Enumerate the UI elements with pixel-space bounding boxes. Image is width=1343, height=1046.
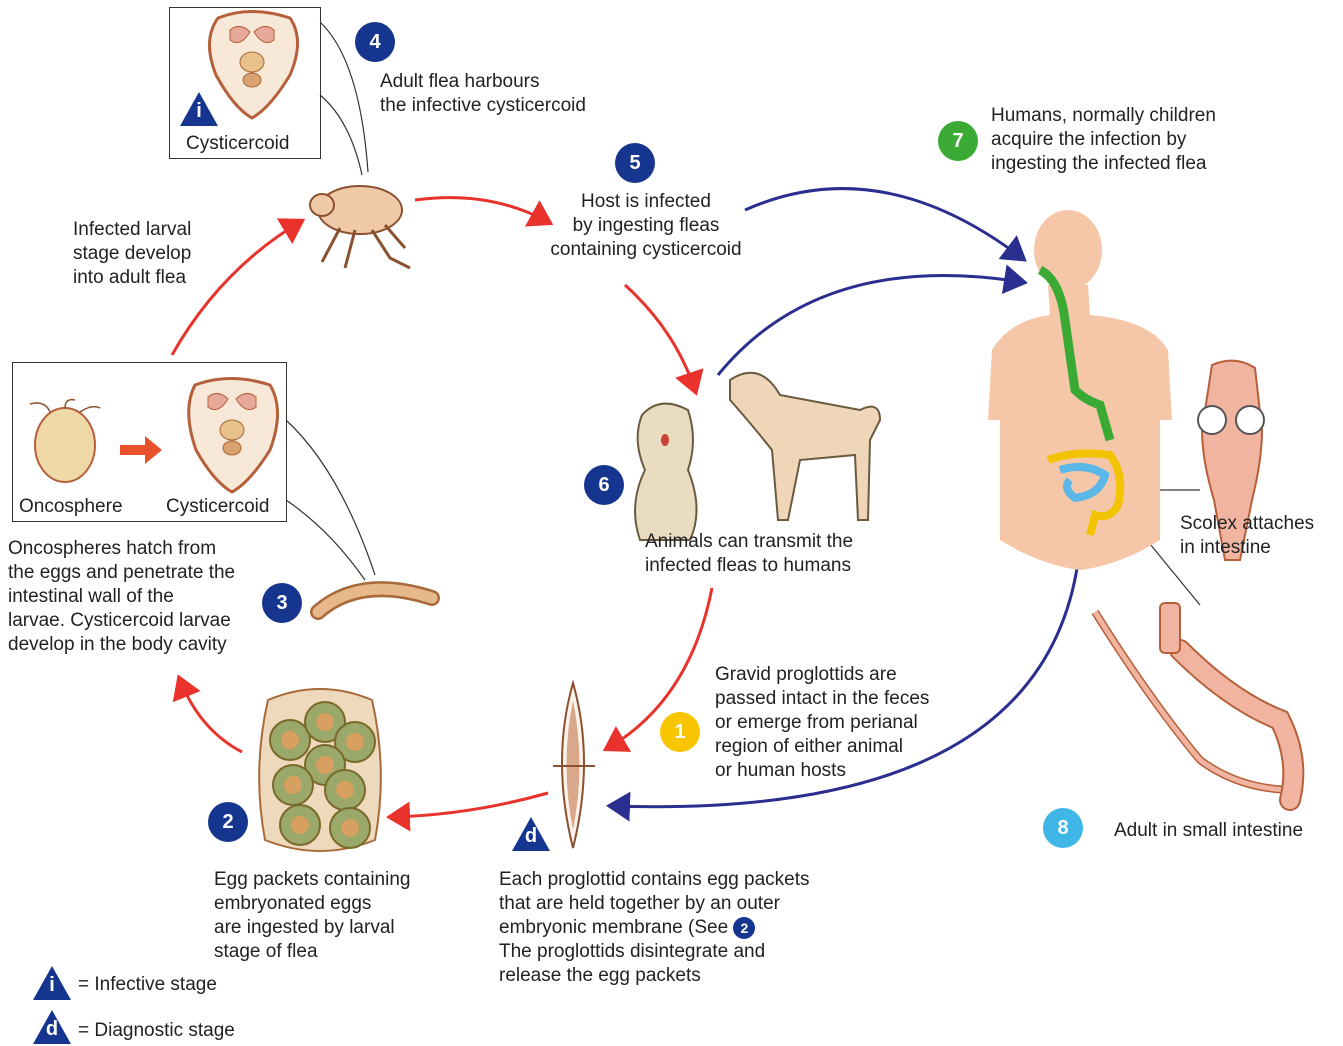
egg-packet-illustration xyxy=(259,689,381,851)
proglottid-line-3: embryonic membrane (See 2 xyxy=(499,916,810,940)
step-7-text: Humans, normally children acquire the in… xyxy=(991,104,1216,176)
arrow-eggs-to-larva xyxy=(180,680,242,752)
legend-diagnostic-label: = Diagnostic stage xyxy=(78,1019,235,1043)
step-1-badge: 1 xyxy=(660,712,700,752)
step-5-badge: 5 xyxy=(615,143,655,183)
oncosphere-label: Oncosphere xyxy=(19,495,123,519)
arrow-host-to-human xyxy=(745,189,1022,258)
step-6-text: Animals can transmit the infected fleas … xyxy=(645,530,853,578)
cysticercoid-label-left: Cysticercoid xyxy=(166,495,269,519)
step-3-text: Oncospheres hatch from the eggs and pene… xyxy=(8,537,235,657)
standing-dog-illustration xyxy=(730,373,880,520)
proglottid-description: Each proglottid contains egg packets tha… xyxy=(499,868,810,988)
proglottid-line-1: Each proglottid contains egg packets xyxy=(499,868,810,892)
step-6-badge: 6 xyxy=(584,465,624,505)
diagnostic-stage-marker: d xyxy=(512,817,550,851)
adult-worm-illustration xyxy=(1095,603,1295,800)
human-body-illustration xyxy=(988,210,1172,570)
step-8-text: Adult in small intestine xyxy=(1114,819,1303,843)
proglottid-line-4: The proglottids disintegrate and xyxy=(499,940,810,964)
step-2-reference-badge: 2 xyxy=(733,917,755,939)
legend-infective-label: = Infective stage xyxy=(78,973,217,997)
flea-larva-illustration xyxy=(318,589,432,612)
step-4-badge: 4 xyxy=(355,22,395,62)
infective-stage-marker: i xyxy=(180,92,218,126)
step-7-badge: 7 xyxy=(938,121,978,161)
step-2-badge: 2 xyxy=(208,802,248,842)
step-4-text: Adult flea harbours the infective cystic… xyxy=(380,70,586,118)
sitting-dog-illustration xyxy=(635,404,696,540)
step-5-text: Host is infected by ingesting fleas cont… xyxy=(536,190,756,262)
step-3-badge: 3 xyxy=(262,583,302,623)
scolex-text: Scolex attaches in intestine xyxy=(1180,512,1314,560)
arrow-host-to-animals xyxy=(625,285,695,390)
adult-flea-illustration xyxy=(310,186,410,268)
proglottid-illustration xyxy=(553,683,595,848)
step-2-text: Egg packets containing embryonated eggs … xyxy=(214,868,410,964)
legend-infective-icon: i xyxy=(33,966,71,1000)
step-8-badge: 8 xyxy=(1043,808,1083,848)
proglottid-line-2: that are held together by an outer xyxy=(499,892,810,916)
cysticercoid-label-top: Cysticercoid xyxy=(186,132,289,156)
proglottid-line-5: release the egg packets xyxy=(499,964,810,988)
arrow-flea-to-host xyxy=(415,198,548,222)
legend-diagnostic-icon: d xyxy=(33,1010,71,1044)
arrow-animals-to-human xyxy=(718,275,1022,375)
step-1-text: Gravid proglottids are passed intact in … xyxy=(715,663,929,783)
arrow-proglottid-to-eggs xyxy=(392,793,548,817)
larval-to-flea-text: Infected larval stage develop into adult… xyxy=(73,218,191,290)
